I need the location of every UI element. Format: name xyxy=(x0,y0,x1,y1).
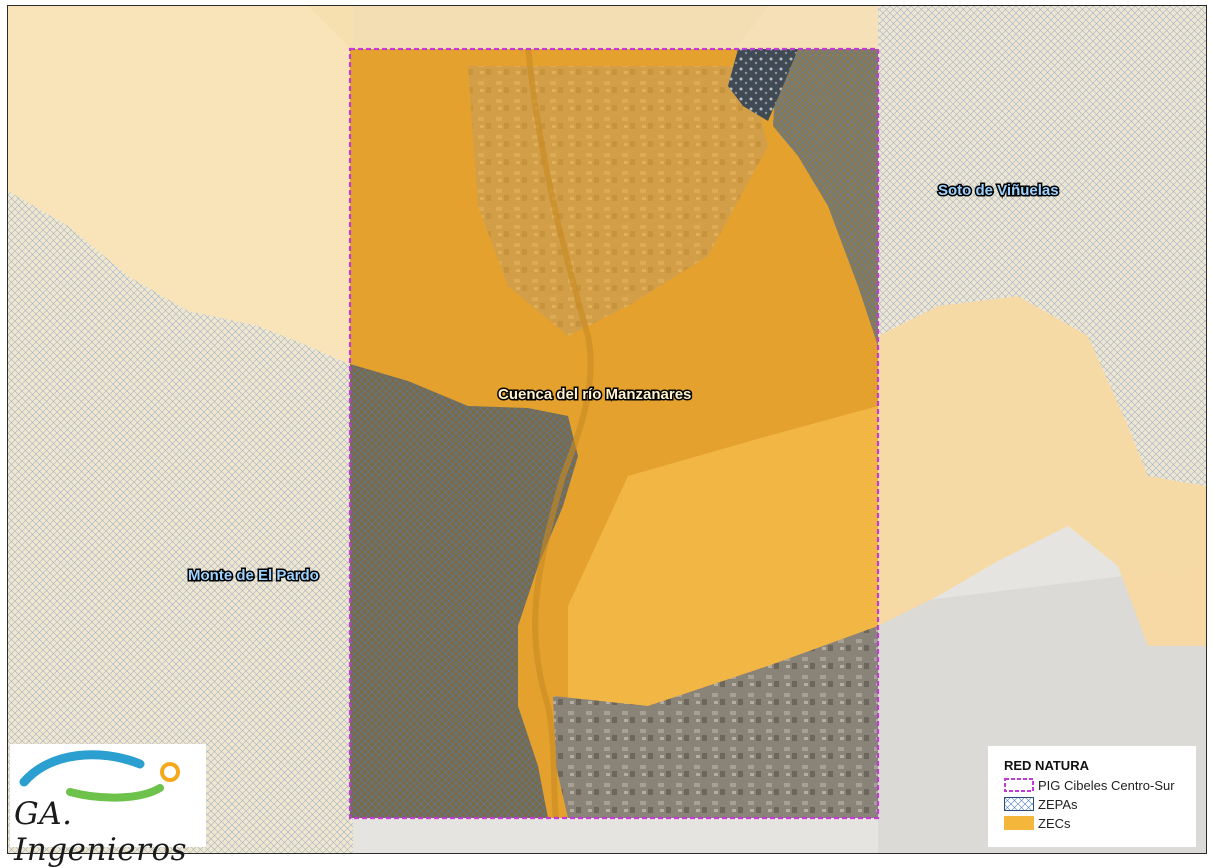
zec-bright-southeast xyxy=(568,406,878,726)
legend-label-zepa: ZEPAs xyxy=(1038,796,1078,812)
zepa-hatch-swatch-icon xyxy=(1004,797,1034,811)
urban-suburb-north xyxy=(728,49,798,121)
map-label-cuenca: Cuenca del río Manzanares xyxy=(496,385,692,405)
urban-south xyxy=(553,626,878,818)
map-frame: Soto de Viñuelas Monte de El Pardo Cuenc… xyxy=(7,5,1207,854)
map-legend: RED NATURA PIG Cibeles Centro-Sur ZEPAs … xyxy=(988,746,1196,847)
zepa-outer-west-hatch xyxy=(8,191,353,853)
zec-outer-west xyxy=(8,6,353,366)
map-canvas[interactable] xyxy=(8,6,1206,853)
legend-title: RED NATURA xyxy=(1004,758,1089,773)
company-logo: GA. Ingenieros xyxy=(10,744,206,868)
urban-south-shade xyxy=(553,626,878,818)
pig-boundary xyxy=(348,47,880,820)
zec-fill-swatch-icon xyxy=(1004,816,1034,830)
river-corridor xyxy=(525,49,594,818)
legend-label-pig: PIG Cibeles Centro-Sur xyxy=(1038,777,1175,793)
legend-item-pig: PIG Cibeles Centro-Sur xyxy=(1004,776,1175,794)
map-label-soto: Soto de Viñuelas xyxy=(937,181,1061,201)
zepa-outer-east-hatch xyxy=(878,6,1206,486)
map-label-monte: Monte de El Pardo xyxy=(187,566,321,586)
zepa-pig-northeast-hatch xyxy=(773,49,878,346)
pig-interior xyxy=(350,49,878,818)
logo-text: GA. Ingenieros xyxy=(14,796,188,868)
pig-boundary-swatch-icon xyxy=(1004,778,1034,792)
zec-outer-east xyxy=(878,296,1206,646)
urban-north-texture xyxy=(468,66,768,336)
legend-label-zec: ZECs xyxy=(1038,815,1071,831)
legend-item-zec: ZECs xyxy=(1004,814,1071,832)
zepa-pig-west-hatch xyxy=(350,364,578,818)
legend-item-zepa: ZEPAs xyxy=(1004,795,1078,813)
logo-mark-icon xyxy=(19,750,180,802)
